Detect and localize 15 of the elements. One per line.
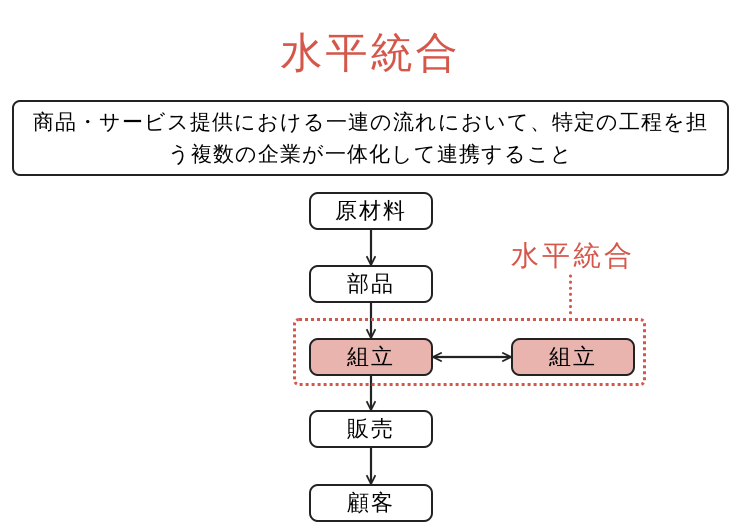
group-frame <box>293 318 646 386</box>
definition-box: 商品・サービス提供における一連の流れにおいて、特定の工程を担う複数の企業が一体化して連携すること <box>12 100 729 176</box>
arrow <box>366 303 376 339</box>
arrow <box>366 376 376 411</box>
highlighted-box: 組立 <box>511 338 635 376</box>
process-box: 販売 <box>309 410 433 448</box>
process-box: 顧客 <box>309 484 433 522</box>
highlighted-box: 組立 <box>309 338 433 376</box>
process-box: 原材料 <box>309 192 433 230</box>
arrow <box>432 352 512 362</box>
group-label: 水平統合 <box>495 236 651 276</box>
arrow <box>366 230 376 266</box>
arrow <box>366 448 376 485</box>
title: 水平統合 <box>280 28 460 77</box>
process-box: 部品 <box>309 265 433 303</box>
